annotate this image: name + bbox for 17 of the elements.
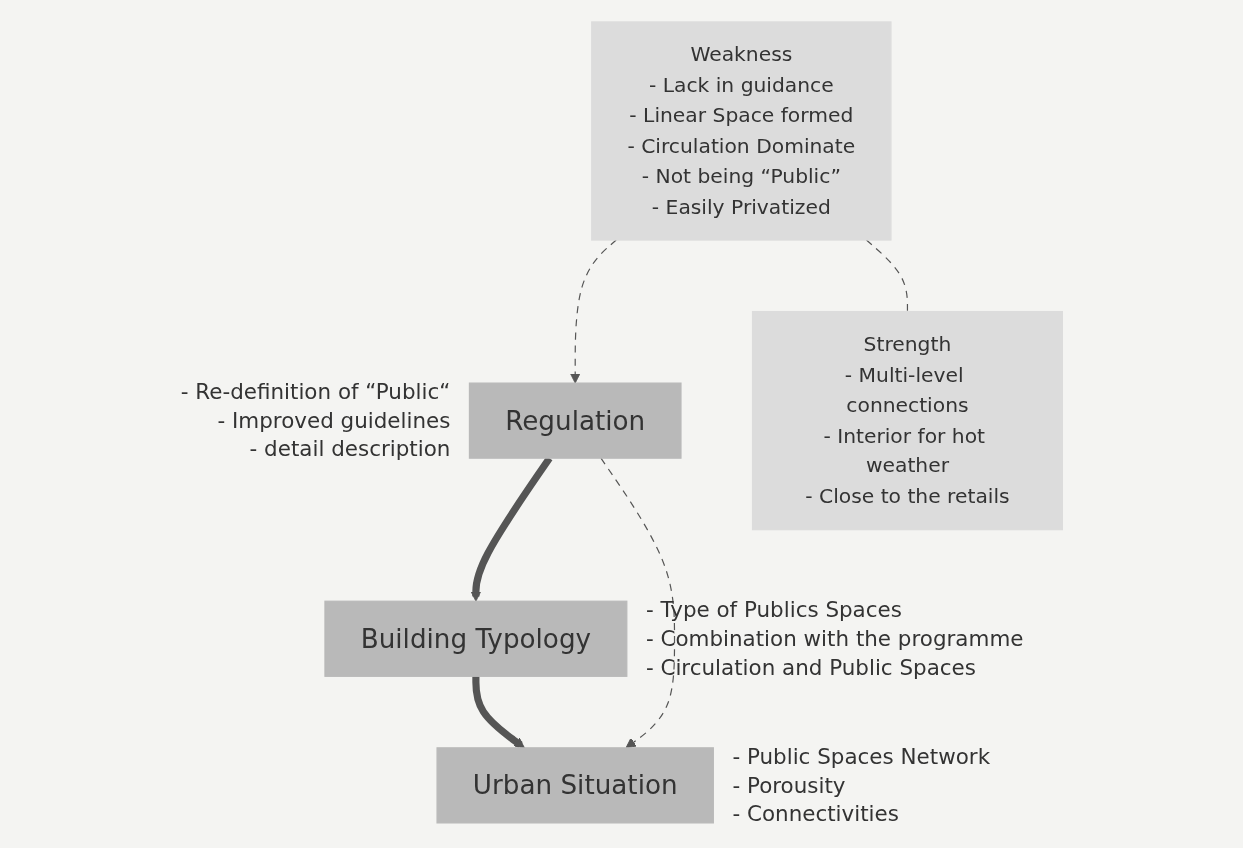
bullet-text: - Connectivities	[732, 801, 899, 827]
node-box: Strength - Multi-level connections - Interior for hot weather - Close to the retails	[751, 310, 1063, 531]
bullet-text: - detail description	[249, 436, 451, 462]
bullet-text: - Improved guidelines	[217, 407, 451, 433]
bullet-text: - Type of Publics Spaces	[645, 597, 902, 623]
bullet-text: - Circulation and Public Spaces	[645, 654, 976, 680]
bullet-text: - Porousity	[732, 772, 846, 798]
arrow	[569, 239, 617, 384]
node-box: Urban Situation	[436, 747, 714, 824]
arrow	[472, 676, 525, 749]
arrow	[600, 457, 676, 749]
bullet-text: - Combination with the programme	[645, 625, 1024, 651]
bullet-text: - Public Spaces Network	[732, 743, 991, 769]
bullet-text: - Re-definition of “Public“	[180, 379, 451, 405]
node-box: Building Typology	[324, 600, 628, 677]
node-box: Regulation	[468, 382, 682, 459]
node-box: Weakness - Lack in guidance - Linear Space formed - Circulation Dominate - Not being “Public” - Easily Privatized	[591, 21, 892, 241]
